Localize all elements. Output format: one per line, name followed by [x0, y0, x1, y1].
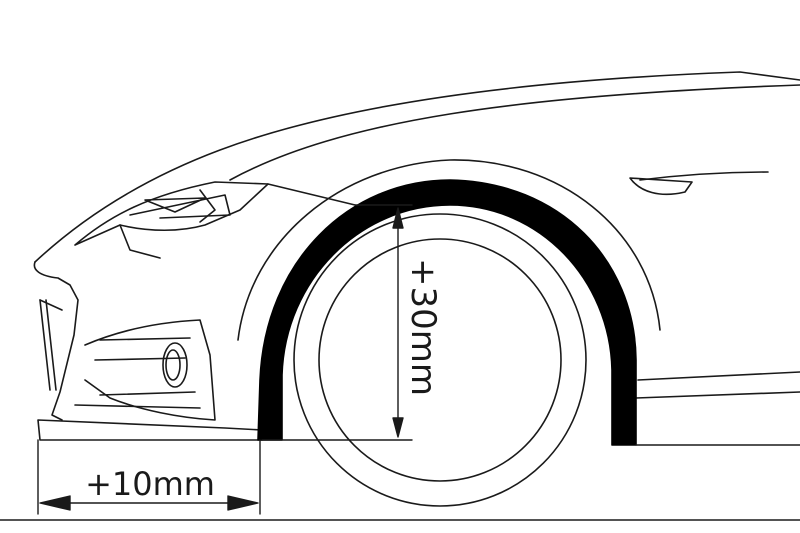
- headlight-detail-3: [144, 197, 206, 213]
- fog-light-inner: [165, 349, 181, 381]
- grille-strut-3: [39, 299, 63, 311]
- headlight-outline: [74, 181, 269, 246]
- front-splitter: [37, 419, 263, 441]
- grille-strut-2: [45, 299, 57, 391]
- side-sill-upper: [637, 371, 800, 381]
- side-sill-lower: [635, 391, 800, 399]
- intake-slat-4: [74, 404, 201, 409]
- intake-slat-3: [99, 391, 196, 396]
- headlight-detail-4: [119, 224, 161, 259]
- side-vent: [629, 177, 693, 196]
- intake-slat-1: [99, 337, 191, 341]
- roof-line: [34, 71, 800, 263]
- headlight-detail-2: [199, 189, 216, 223]
- headlight-detail-1: [129, 194, 231, 219]
- horizontal-dimension: [37, 439, 261, 515]
- rim-outer: [318, 238, 562, 482]
- intake-slat-2: [94, 357, 186, 361]
- fog-light-outer: [162, 342, 188, 388]
- grille-strut-1: [39, 299, 51, 391]
- hood-crease: [267, 183, 356, 206]
- vertical-dimension-label: +30mm: [403, 258, 443, 396]
- front-nose: [33, 261, 79, 421]
- tire-outer: [293, 213, 587, 507]
- side-character-line: [639, 171, 769, 181]
- horizontal-dimension-label: +10mm: [85, 465, 215, 503]
- fender-arch-outer: [237, 159, 661, 341]
- roof-line-inner: [229, 84, 800, 181]
- vertical-dimension: [261, 204, 413, 441]
